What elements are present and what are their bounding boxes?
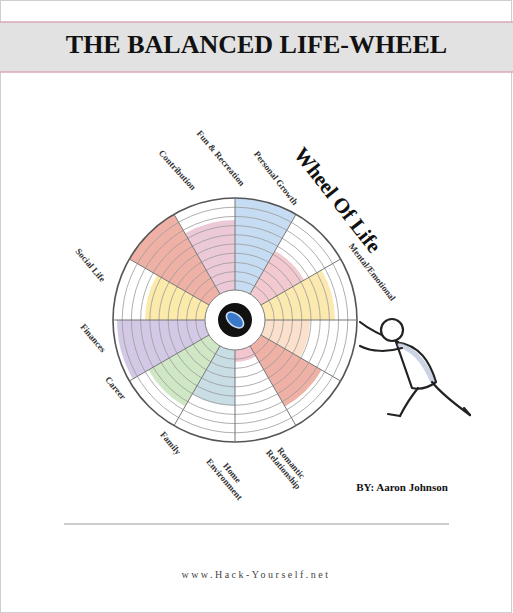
wheel-spoke [174,214,220,294]
category-label: Contribution [156,148,197,192]
category-label: Finances [78,322,108,355]
hub-axle [218,303,252,337]
wheel-ring [196,281,274,359]
wheel-spoke [261,335,341,381]
title-band-border [0,71,513,73]
category-label: Home Environment [200,446,256,507]
wheel-spoke [235,350,236,442]
wheel-spoke [250,346,296,426]
wheel-spoke [261,259,341,305]
wheel-hub [205,290,265,350]
wheel-spoke [250,214,296,294]
wheel-spoke [174,346,220,426]
category-label: Career [102,374,127,401]
wheel-spoke [129,259,209,305]
category-label: Fun & Recreation [195,128,247,188]
category-label: Family [157,429,182,456]
website-url: www.Hack-Yourself.net [181,569,330,581]
wheel-spoke [129,335,209,381]
category-label: Social Life [73,246,107,284]
wheel-ring [205,290,265,350]
author-line: BY: Aaron Johnson [356,481,448,494]
title-band-border [0,21,513,23]
category-label: Romantic Relationship [259,436,315,497]
divider-line [64,524,449,525]
wheel-spoke [113,320,205,321]
life-wheel [113,198,357,442]
hub-cap [223,309,246,331]
title-band [0,22,513,72]
wheel-ring [113,198,357,442]
stick-figure [360,300,470,420]
figure-head [381,319,403,341]
wheel-ground [113,198,357,442]
cover-title: THE BALANCED LIFE-WHEEL [0,30,513,60]
wheel-spoke [235,198,236,290]
wheel-spoke [265,320,357,321]
